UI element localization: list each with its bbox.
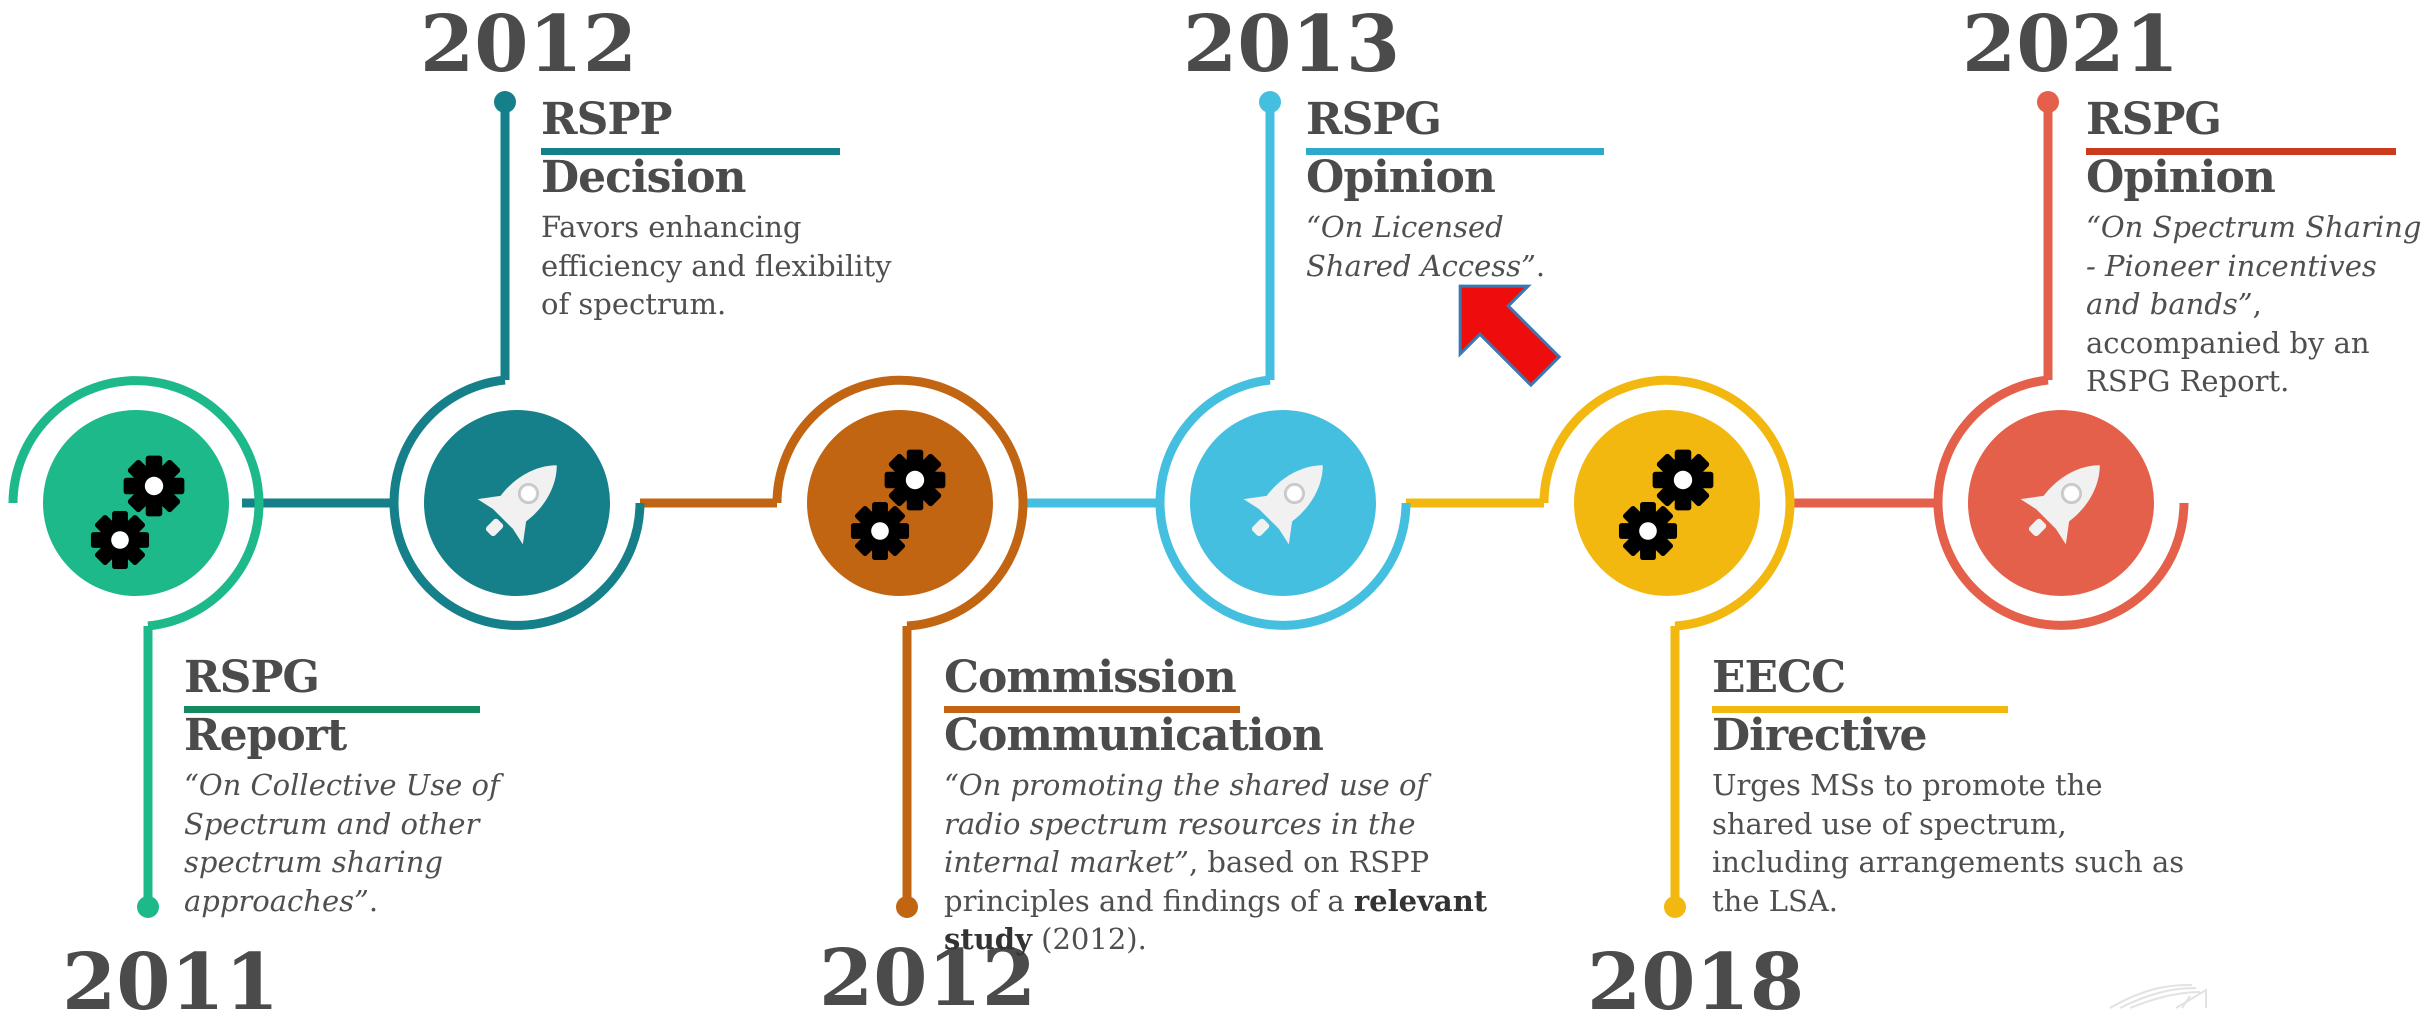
underline-2012-decision <box>541 148 840 155</box>
title-underlines <box>184 148 2396 713</box>
ring-arc-2012-decision <box>389 375 645 630</box>
watermark-lines <box>2109 984 2207 1009</box>
org-label: RSPG <box>2086 94 2222 145</box>
doc-type-label: Opinion <box>2086 152 2276 203</box>
milestone-2012-communication: Commission Communication “On promoting t… <box>944 650 1504 959</box>
ring-arc-2013 <box>1155 375 1411 630</box>
relevant-study-text: relevant study <box>944 883 1488 957</box>
doc-type-label: Opinion <box>1306 152 1496 203</box>
stem-dot-2012-communication <box>896 896 918 918</box>
year-label-2012-communication: 2012 <box>819 933 1037 1024</box>
milestone-2011: RSPG Report “On Collective Use of Spectr… <box>184 650 624 920</box>
doc-type-label: Directive <box>1712 710 1927 761</box>
doc-type-label: Communication <box>944 710 1324 761</box>
ring-arc-2012-communication <box>772 375 1028 631</box>
description: “On Spectrum Sharing - Pioneer incentive… <box>2086 208 2422 401</box>
ring-arc-2021 <box>1933 375 2189 630</box>
stem-dot-2011 <box>137 896 159 918</box>
org-label: RSPG <box>184 652 320 703</box>
description: “On Licensed Shared Access”. <box>1306 208 1606 285</box>
underline-2018 <box>1712 706 2008 713</box>
year-label-2011: 2011 <box>62 937 280 1028</box>
org-label: RSPP <box>541 94 673 145</box>
stem-dot-2012-decision <box>494 91 516 113</box>
year-label-2018: 2018 <box>1587 937 1805 1028</box>
milestone-rings <box>8 91 2189 918</box>
description-quote: “On Licensed Shared Access” <box>1306 210 1536 283</box>
description-text: Urges MSs to promote the shared use of s… <box>1712 768 2185 918</box>
description: “On Collective Use of Spectrum and other… <box>184 766 624 920</box>
stem-dot-2018 <box>1664 896 1686 918</box>
milestone-2013: RSPG Opinion “On Licensed Shared Access”… <box>1306 92 1606 285</box>
description-text: . <box>368 883 379 918</box>
milestone-2012-decision: RSPP Decision Favors enhancing efficienc… <box>541 92 901 324</box>
description-text: Favors enhancing efficiency and flexibil… <box>541 210 892 321</box>
milestone-2021: RSPG Opinion “On Spectrum Sharing - Pion… <box>2086 92 2422 401</box>
org-label: RSPG <box>1306 94 1442 145</box>
description: Favors enhancing efficiency and flexibil… <box>541 208 901 324</box>
year-label-2021: 2021 <box>1962 0 2180 90</box>
year-label-2013: 2013 <box>1183 0 1401 90</box>
org-label: Commission <box>944 652 1237 703</box>
underline-2012-communication <box>944 706 1240 713</box>
year-label-2012-decision: 2012 <box>420 0 638 90</box>
milestone-2018: EECC Directive Urges MSs to promote the … <box>1712 650 2192 920</box>
stem-dot-2021 <box>2037 91 2059 113</box>
underline-2021 <box>2086 148 2396 155</box>
org-label: EECC <box>1712 652 1846 703</box>
description: “On promoting the shared use of radio sp… <box>944 766 1504 959</box>
description-tail: (2012). <box>1031 922 1147 956</box>
ring-arc-2018 <box>1539 375 1795 631</box>
underline-2011 <box>184 706 480 713</box>
underline-2013 <box>1306 148 1604 155</box>
description-text: , based on RSPP principles and findings … <box>944 845 1430 918</box>
stem-dot-2013 <box>1259 91 1281 113</box>
description-text: , accompanied by an RSPG Report. <box>2086 287 2370 398</box>
doc-type-label: Decision <box>541 152 746 203</box>
description-text: . <box>1535 248 1546 283</box>
description-quote: “On Spectrum Sharing - Pioneer incentive… <box>2086 210 2422 321</box>
ring-arc-2011 <box>8 376 264 631</box>
description: Urges MSs to promote the shared use of s… <box>1712 766 2192 920</box>
red-arrow-icon <box>1458 284 1562 388</box>
description-quote: “On promoting the shared use of radio sp… <box>944 768 1428 879</box>
description-quote: “On Collective Use of Spectrum and other… <box>184 768 500 918</box>
doc-type-label: Report <box>184 710 347 761</box>
